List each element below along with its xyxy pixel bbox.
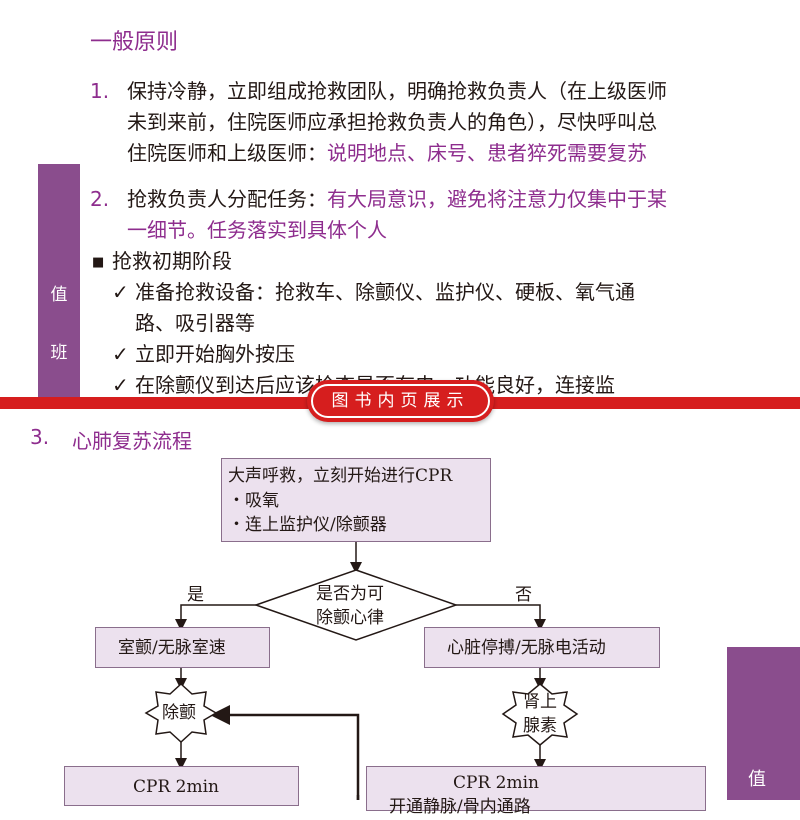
item-1-line-3: 住院医师和上级医师：说明地点、床号、患者猝死需要复苏 bbox=[127, 138, 647, 168]
start-line-2: ・吸氧 bbox=[228, 491, 279, 511]
shock-burst bbox=[144, 682, 218, 744]
start-box: 大声呼救，立刻开始进行CPR ・吸氧 ・连上监护仪/除颤器 bbox=[221, 458, 491, 542]
item-2-highlight-2: 一细节。任务落实到具体个人 bbox=[127, 218, 387, 242]
flow-section-title: 心肺复苏流程 bbox=[72, 429, 192, 453]
start-line-1: 大声呼救，立刻开始进行CPR bbox=[228, 466, 453, 486]
item-2-line-1: 抢救负责人分配任务：有大局意识，避免将注意力仅集中于某 bbox=[127, 184, 667, 214]
square-bullet-icon: ■ bbox=[92, 255, 105, 270]
item-1-highlight: 说明地点、床号、患者猝死需要复苏 bbox=[327, 141, 647, 165]
vf-box: 室颤/无脉室速 bbox=[95, 627, 270, 668]
item-1-number: 1. bbox=[90, 79, 110, 103]
side-tab: 值 班 bbox=[38, 164, 80, 400]
item-1-line-3-plain: 住院医师和上级医师： bbox=[127, 141, 327, 165]
yes-label: 是 bbox=[187, 585, 204, 605]
decision-line-1: 是否为可 bbox=[316, 584, 384, 604]
section-heading: 一般原则 bbox=[90, 30, 179, 55]
flowchart-connectors bbox=[144, 542, 579, 800]
asystole-box: 心脏停搏/无脉电活动 bbox=[424, 627, 660, 668]
banner-text: 图书内页展示 bbox=[311, 384, 490, 418]
epi-line-2: 腺素 bbox=[523, 716, 557, 736]
item-1-line-1: 保持冷静，立即组成抢救团队，明确抢救负责人（在上级医师 bbox=[127, 79, 667, 103]
check-1-line-2: 路、吸引器等 bbox=[135, 311, 255, 335]
banner-pill: 图书内页展示 bbox=[307, 380, 494, 422]
check-icon: ✓ bbox=[112, 342, 129, 366]
item-2-number: 2. bbox=[90, 187, 110, 211]
check-icon: ✓ bbox=[112, 280, 129, 304]
vf-label: 室颤/无脉室速 bbox=[118, 638, 226, 658]
epinephrine-burst bbox=[501, 683, 579, 746]
item-1-line-2: 未到来前，住院医师应承担抢救负责人的角色），尽快呼叫总 bbox=[127, 110, 657, 134]
decision-diamond bbox=[253, 569, 459, 641]
no-label: 否 bbox=[515, 585, 532, 605]
check-icon: ✓ bbox=[112, 373, 129, 397]
stage-title: 抢救初期阶段 bbox=[112, 249, 232, 273]
start-line-3: ・连上监护仪/除颤器 bbox=[228, 515, 387, 535]
cpr-right-box: CPR 2min 开通静脉/骨内通路 bbox=[366, 766, 706, 817]
cpr-left-label: CPR 2min bbox=[133, 777, 219, 797]
cpr-right-line-2: 开通静脉/骨内通路 bbox=[389, 797, 531, 817]
item-2-highlight-1: 有大局意识，避免将注意力仅集中于某 bbox=[327, 187, 667, 211]
epi-line-1: 肾上 bbox=[523, 692, 557, 712]
right-side-tab: 值 bbox=[727, 647, 800, 800]
side-tab-char-2: 班 bbox=[50, 343, 68, 363]
cpr-right-label: CPR 2min bbox=[453, 773, 539, 793]
flow-section-number: 3. bbox=[30, 425, 50, 449]
cpr-left-box: CPR 2min bbox=[64, 766, 299, 806]
shock-label: 除颤 bbox=[162, 703, 196, 723]
item-2-line-1-plain: 抢救负责人分配任务： bbox=[127, 187, 327, 211]
check-2-text: 立即开始胸外按压 bbox=[135, 342, 295, 366]
check-1-line-1: 准备抢救设备：抢救车、除颤仪、监护仪、硬板、氧气通 bbox=[135, 280, 635, 304]
asystole-label: 心脏停搏/无脉电活动 bbox=[447, 638, 606, 658]
side-tab-char-1: 值 bbox=[50, 285, 68, 305]
right-tab-char: 值 bbox=[748, 769, 766, 790]
decision-line-2: 除颤心律 bbox=[316, 608, 384, 628]
